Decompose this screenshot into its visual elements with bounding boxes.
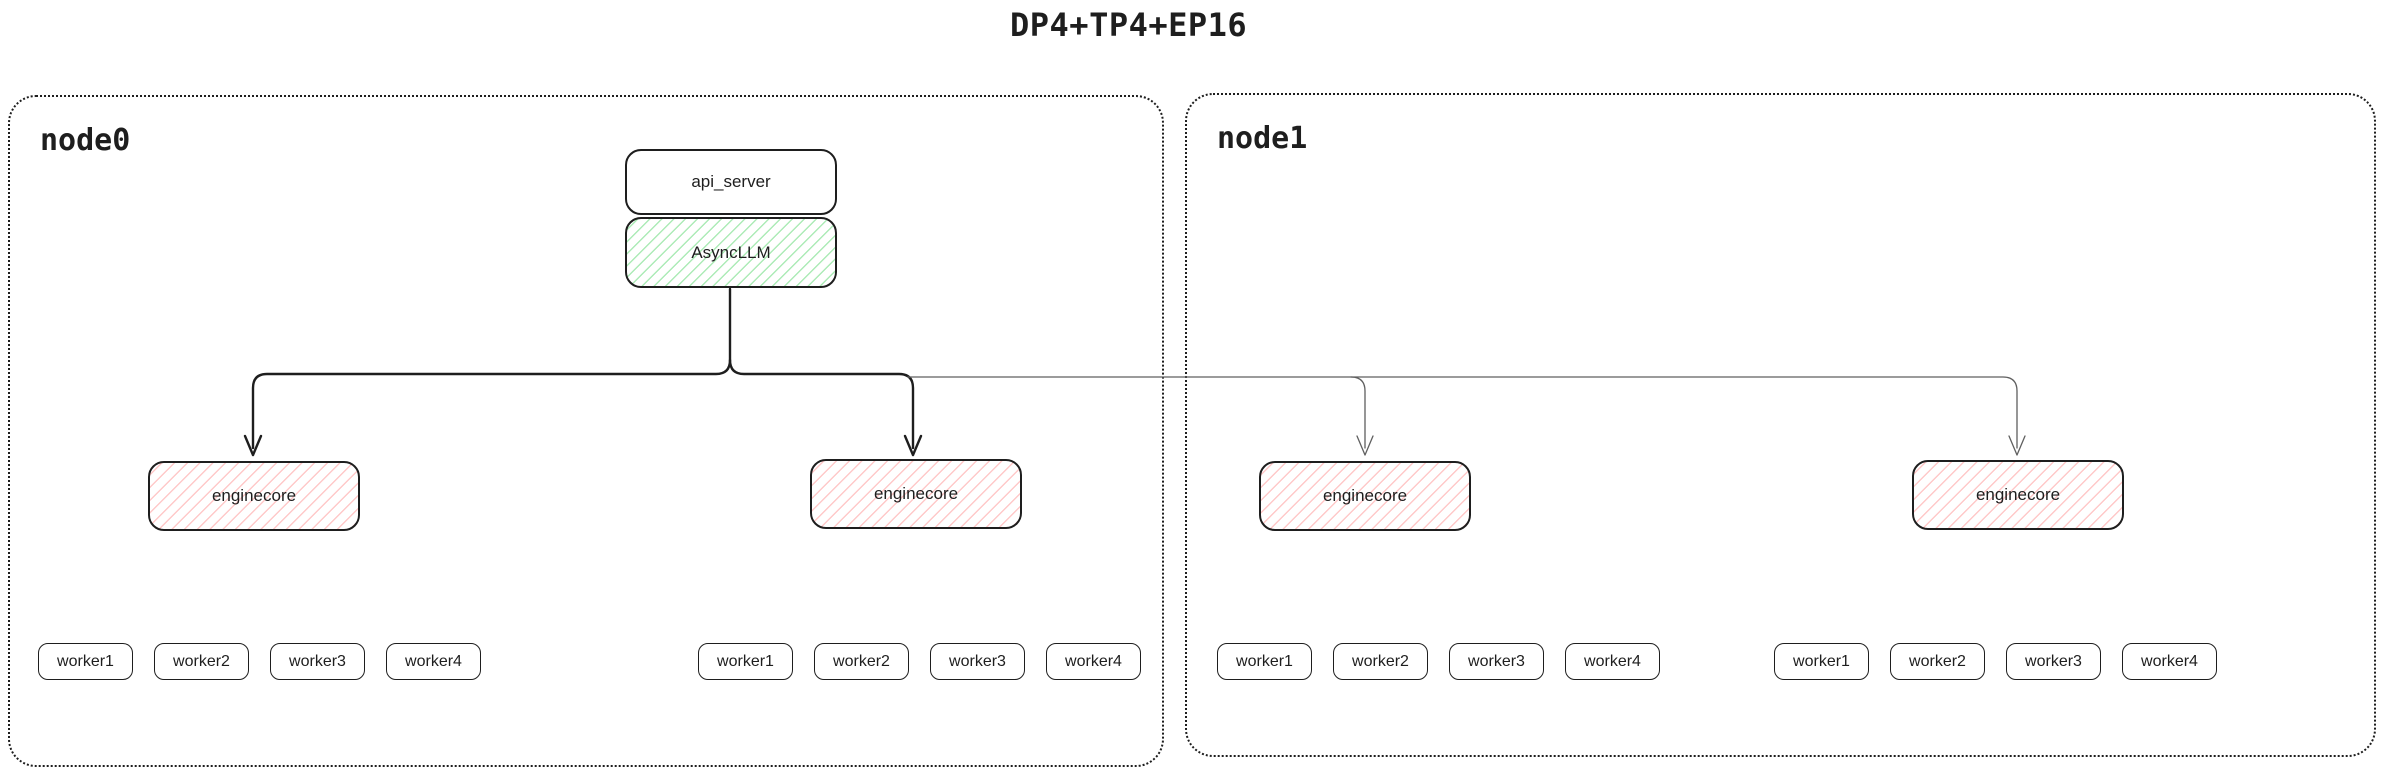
node1-label: node1 — [1217, 121, 1308, 156]
diagram-title: DP4+TP4+EP16 — [1010, 6, 1248, 44]
worker-box: worker2 — [1333, 643, 1428, 680]
worker-box: worker1 — [38, 643, 133, 680]
worker-box: worker3 — [930, 643, 1025, 680]
worker-box: worker4 — [1565, 643, 1660, 680]
api-server-label: api_server — [691, 172, 771, 191]
enginecore-box-1: enginecore — [148, 461, 360, 531]
worker-box: worker2 — [814, 643, 909, 680]
enginecore-label: enginecore — [211, 486, 297, 505]
worker-box: worker1 — [1774, 643, 1869, 680]
enginecore-label: enginecore — [1322, 486, 1408, 505]
worker-box: worker4 — [2122, 643, 2217, 680]
enginecore-label: enginecore — [1975, 485, 2061, 504]
node0-label: node0 — [40, 123, 131, 158]
worker-box: worker1 — [698, 643, 793, 680]
worker-box: worker4 — [1046, 643, 1141, 680]
asyncllm-label: AsyncLLM — [691, 242, 771, 262]
enginecore-label: enginecore — [873, 484, 959, 503]
api-server-box: api_server — [625, 149, 837, 215]
worker-box: worker2 — [1890, 643, 1985, 680]
enginecore-box-3: enginecore — [1259, 461, 1471, 531]
enginecore-box-4: enginecore — [1912, 460, 2124, 530]
worker-group-4: worker1 worker2 worker3 worker4 — [1774, 643, 2217, 680]
worker-box: worker3 — [2006, 643, 2101, 680]
worker-group-3: worker1 worker2 worker3 worker4 — [1217, 643, 1660, 680]
worker-box: worker2 — [154, 643, 249, 680]
enginecore-box-2: enginecore — [810, 459, 1022, 529]
worker-box: worker3 — [1449, 643, 1544, 680]
asyncllm-box: AsyncLLM — [625, 217, 837, 288]
worker-group-1: worker1 worker2 worker3 worker4 — [38, 643, 481, 680]
worker-box: worker4 — [386, 643, 481, 680]
worker-box: worker3 — [270, 643, 365, 680]
worker-box: worker1 — [1217, 643, 1312, 680]
worker-group-2: worker1 worker2 worker3 worker4 — [698, 643, 1141, 680]
